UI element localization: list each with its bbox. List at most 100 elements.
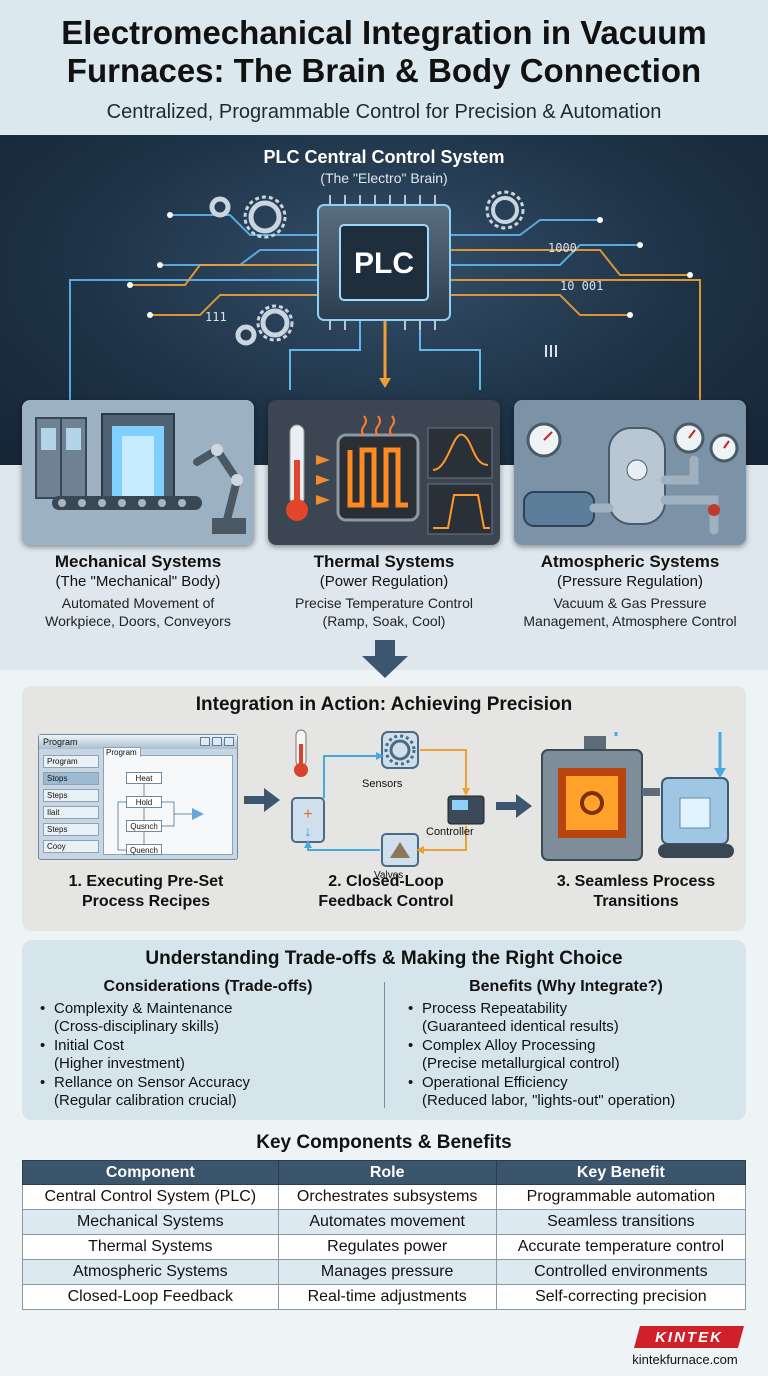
table-title: Key Components & Benefits (256, 1132, 512, 1153)
item-note: (Guaranteed identical results) (422, 1018, 619, 1035)
column-header: Component (22, 1160, 279, 1185)
table-cell: Regulates power (277, 1234, 497, 1260)
program-step[interactable]: Heat (126, 772, 162, 784)
step-1-label: 1. Executing Pre-Set Process Recipes (36, 872, 256, 912)
plc-chip-label: PLC (354, 247, 414, 280)
title-line-2: Furnaces: The Brain & Body Connection (66, 52, 702, 89)
item-note: (Regular calibration crucial) (54, 1092, 237, 1109)
list-item: Rellance on Sensor Accuracy(Regular cali… (40, 1074, 380, 1110)
table-cell: Self-correcting precision (495, 1284, 747, 1310)
plc-subtitle: (The "Electro" Brain) (320, 170, 448, 186)
tradeoffs-title: Understanding Trade-offs & Making the Ri… (145, 948, 623, 969)
thermometer-icon (294, 729, 308, 777)
title-line-1: Electromechanical Integration in Vacuum (61, 14, 707, 51)
plc-title: PLC Central Control System (263, 147, 505, 167)
table-row: Mechanical Systems Automates movement Se… (22, 1209, 747, 1235)
table-cell: Seamless transitions (495, 1209, 747, 1235)
table-row: Thermal Systems Regulates power Accurate… (22, 1234, 747, 1260)
step-line: Feedback Control (318, 893, 454, 910)
system-role: (The "Mechanical" Body) (55, 573, 221, 590)
table-cell: Mechanical Systems (22, 1209, 279, 1235)
table-cell: Programmable automation (495, 1184, 747, 1210)
binary-text: 10 001 (560, 279, 604, 293)
close-icon[interactable] (224, 737, 234, 746)
page-subtitle: Centralized, Programmable Control for Pr… (106, 101, 662, 123)
table-cell: Thermal Systems (22, 1234, 279, 1260)
sidebar-item[interactable]: Steps (43, 789, 99, 802)
program-window-title: Program (43, 737, 78, 747)
system-name: Mechanical Systems (54, 552, 222, 571)
item-note: (Reduced labor, "lights-out" operation) (422, 1092, 676, 1109)
mechanical-system-text: Mechanical Systems (The "Mechanical" Bod… (10, 552, 266, 630)
program-titlebar: Program (39, 735, 237, 749)
sidebar-item[interactable]: Stops (43, 772, 99, 785)
right-arrow-icon (496, 794, 532, 818)
minimize-icon[interactable] (200, 737, 210, 746)
description-line: Workpiece, Doors, Conveyors (45, 613, 231, 629)
sensors-label: Sensors (362, 778, 403, 790)
list-item: Complex Alloy Processing(Precise metallu… (408, 1037, 742, 1073)
program-tab[interactable]: Program (103, 747, 141, 757)
system-name: Atmospheric Systems (540, 552, 720, 571)
binary-text: 1000 (548, 241, 577, 255)
thermal-illustration (268, 400, 500, 545)
mechanical-system-card (22, 400, 254, 545)
item-main: Process Repeatability (422, 1000, 568, 1017)
step-line: 1. Executing Pre-Set (68, 873, 224, 890)
system-role: (Power Regulation) (319, 573, 449, 590)
description-line: Vacuum & Gas Pressure (553, 595, 707, 611)
right-arrow-icon (244, 788, 280, 812)
svg-text:+: + (303, 806, 312, 823)
thermal-system-card (268, 400, 500, 545)
program-flow-lines (117, 784, 204, 851)
program-step[interactable]: Qusnch (126, 820, 162, 832)
system-role: (Pressure Regulation) (557, 573, 703, 590)
kintek-logo: KINTEK (634, 1326, 744, 1348)
table-cell: Accurate temperature control (495, 1234, 747, 1260)
step-line: 3. Seamless Process (556, 873, 716, 890)
step-3-label: 3. Seamless Process Transitions (526, 872, 746, 912)
mechanical-illustration (22, 400, 254, 545)
header: Electromechanical Integration in Vacuum … (0, 0, 768, 135)
process-transition-illustration (541, 732, 734, 861)
item-main: Initial Cost (54, 1037, 125, 1054)
program-step[interactable]: Quench (126, 844, 162, 855)
table-row: Atmospheric Systems Manages pressure Con… (22, 1259, 747, 1285)
item-main: Operational Efficiency (422, 1074, 568, 1091)
table-row: Closed-Loop Feedback Real-time adjustmen… (22, 1284, 747, 1310)
maximize-icon[interactable] (212, 737, 222, 746)
step-line: Transitions (593, 893, 679, 910)
website-url[interactable]: kintekfurnace.com (632, 1352, 738, 1367)
item-note: (Cross-disciplinary skills) (54, 1018, 220, 1035)
program-editor: Program Heat Hold Qusnch Quench (103, 747, 233, 855)
thermal-system-text: Thermal Systems (Power Regulation) Preci… (256, 552, 512, 630)
down-arrow-icon (362, 640, 408, 678)
step-line: Process Recipes (81, 893, 211, 910)
program-step[interactable]: Hold (126, 796, 162, 808)
step-2-label: 2. Closed-Loop Feedback Control (276, 872, 496, 912)
system-name: Thermal Systems (313, 552, 455, 571)
tradeoffs-section: Understanding Trade-offs & Making the Ri… (22, 940, 746, 1120)
list-item: Operational Efficiency(Reduced labor, "l… (408, 1074, 742, 1110)
table-cell: Central Control System (PLC) (22, 1184, 279, 1210)
sidebar-item[interactable]: Steps (43, 823, 99, 836)
sidebar-item[interactable]: Cooy (43, 840, 99, 853)
program-window: Program Program Stops Steps Ilait Steps … (38, 734, 238, 860)
table-cell: Manages pressure (277, 1259, 497, 1285)
integration-title: Integration in Action: Achieving Precisi… (195, 694, 573, 715)
sidebar-item[interactable]: Ilait (43, 806, 99, 819)
svg-text:KINTEK: KINTEK (655, 1329, 723, 1346)
column-header: Key Benefit (495, 1160, 747, 1185)
feedback-loop-diagram: + ↓ (291, 729, 485, 867)
svg-text:↓: ↓ (305, 823, 312, 839)
list-item: Initial Cost(Higher investment) (40, 1037, 380, 1073)
atmospheric-illustration (514, 400, 746, 545)
gear-icon (209, 196, 290, 346)
binary-text: 111 (205, 310, 227, 324)
circuit-lines (64, 190, 706, 413)
benefits-title: Benefits (Why Integrate?) (469, 978, 663, 995)
sidebar-item[interactable]: Program (43, 755, 99, 768)
considerations-title: Considerations (Trade-offs) (103, 978, 313, 995)
benefits-list: Process Repeatability(Guaranteed identic… (408, 1000, 742, 1111)
atmospheric-system-card (514, 400, 746, 545)
